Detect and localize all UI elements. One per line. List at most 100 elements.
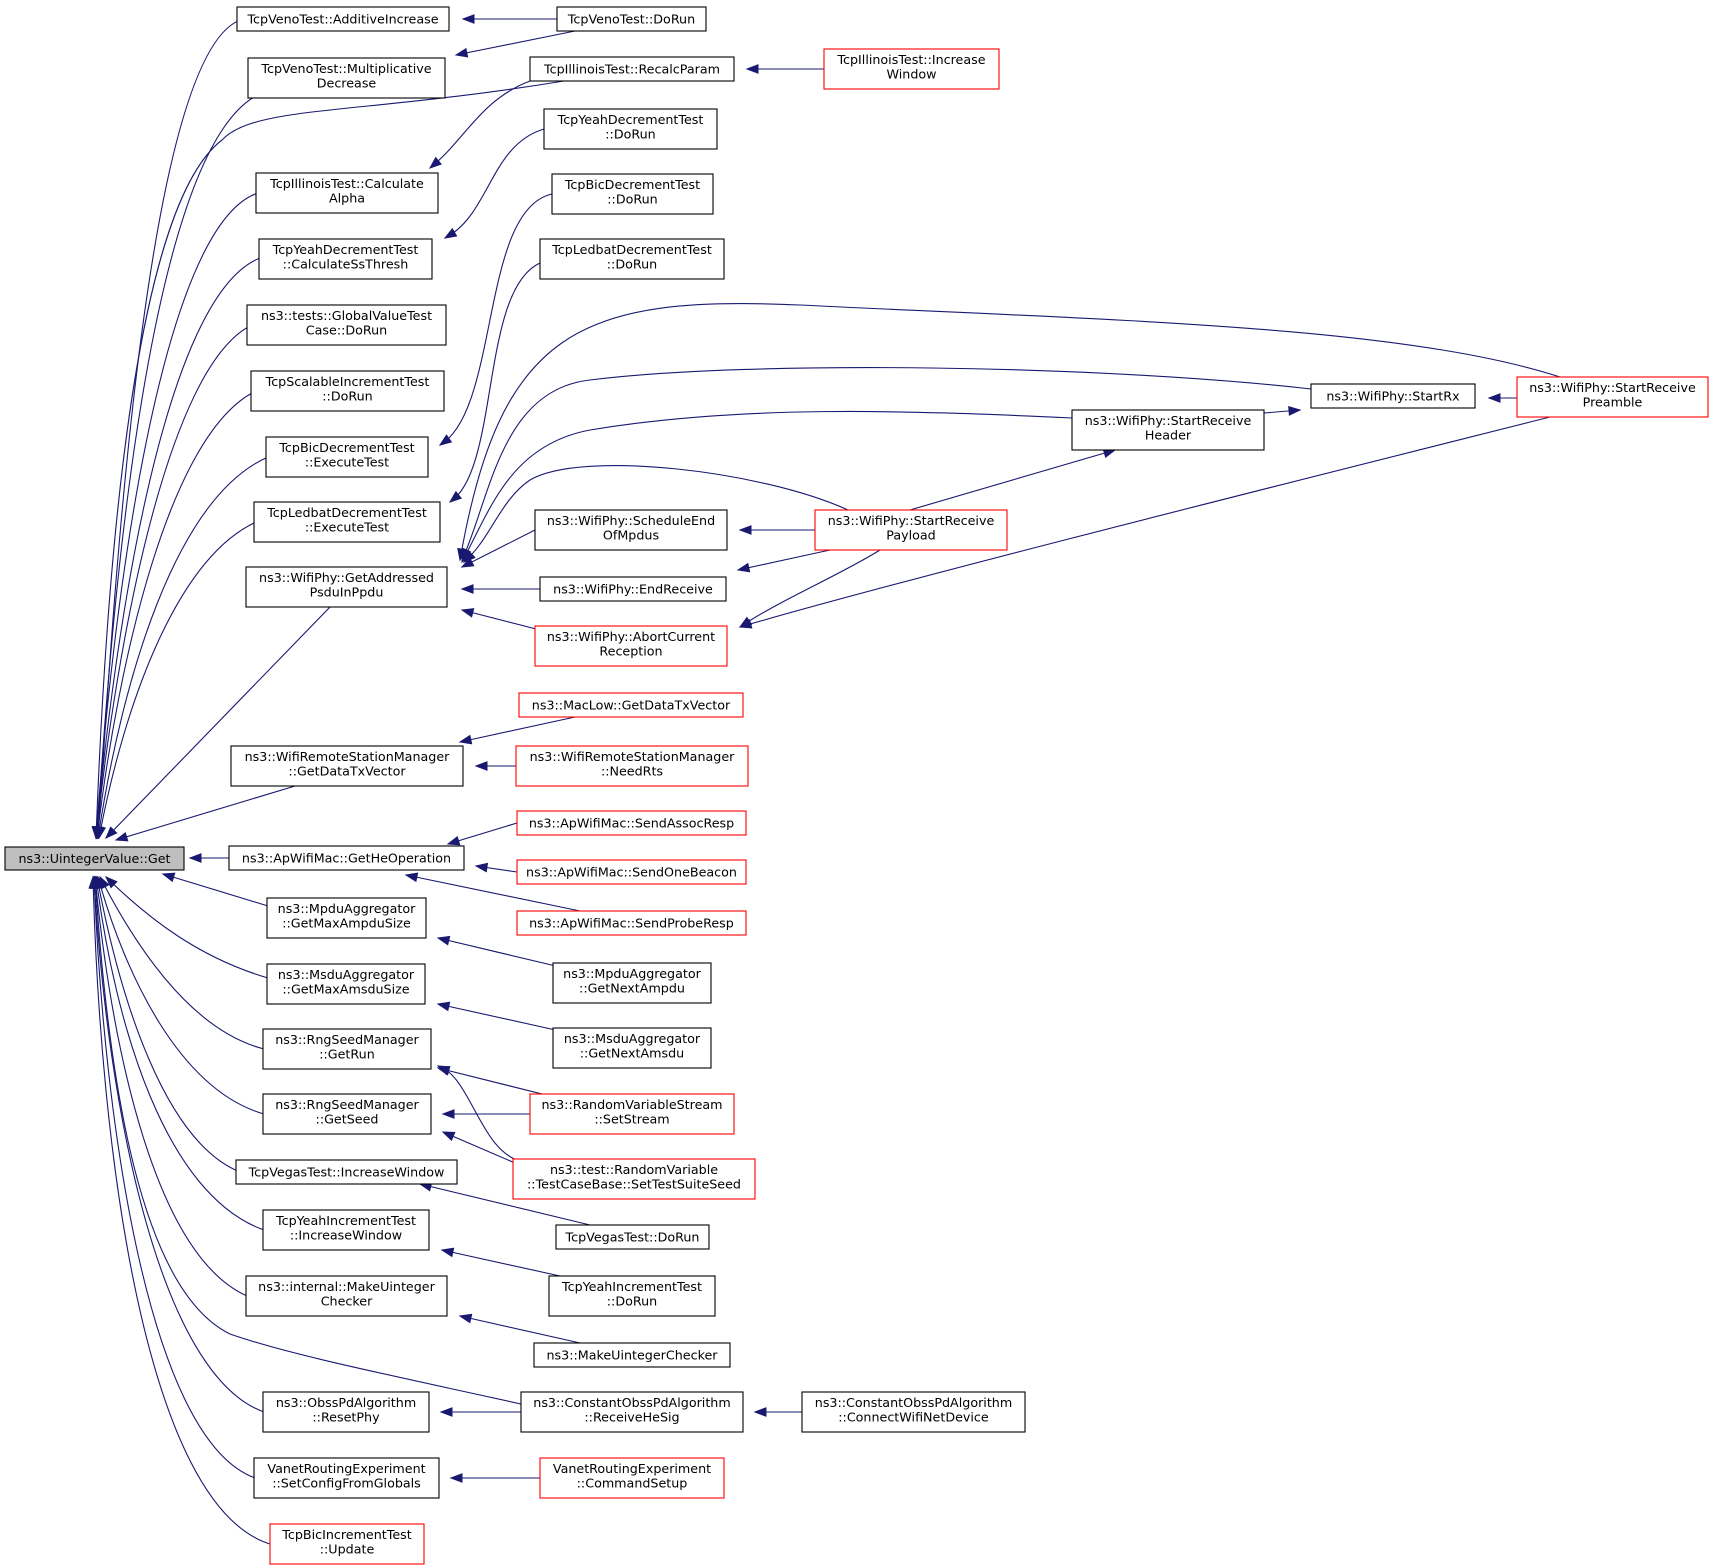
node-label-line-2: Decrease	[317, 76, 377, 91]
arrowhead	[448, 490, 463, 503]
node-label-line-1: TcpIllinoisTest::Increase	[836, 52, 985, 67]
node-label-line-1: ns3::WifiPhy::AbortCurrent	[547, 629, 715, 644]
node-label-line-1: ns3::RngSeedManager	[275, 1032, 419, 1047]
node-bicexec[interactable]: TcpBicDecrementTest::ExecuteTest	[265, 436, 429, 478]
node-bicdecrun[interactable]: TcpBicDecrementTest::DoRun	[551, 173, 714, 215]
node-label-line-1: ns3::MpduAggregator	[278, 901, 416, 916]
edge-vanetset-to-root	[89, 875, 256, 1479]
node-yahinc[interactable]: TcpYeahIncrementTest::IncreaseWindow	[262, 1209, 430, 1251]
node-needrts[interactable]: ns3::WifiRemoteStationManager::NeedRts	[515, 745, 749, 787]
node-constconn[interactable]: ns3::ConstantObssPdAlgorithm::ConnectWif…	[801, 1391, 1026, 1433]
node-box	[4, 846, 185, 871]
node-box	[262, 1209, 430, 1251]
node-mkchk[interactable]: ns3::MakeUintegerChecker	[533, 1342, 731, 1368]
node-msdunext[interactable]: ns3::MsduAggregator::GetNextAmsdu	[552, 1027, 712, 1069]
node-box	[253, 501, 441, 543]
node-label-line-2: Alpha	[329, 191, 365, 206]
node-label-line-2: ::SetStream	[594, 1112, 669, 1127]
node-label-line-1: ns3::RngSeedManager	[275, 1097, 419, 1112]
node-box	[246, 304, 447, 346]
node-settest[interactable]: ns3::test::RandomVariable::TestCaseBase:…	[512, 1158, 756, 1200]
node-msdumax[interactable]: ns3::MsduAggregator::GetMaxAmsduSize	[266, 963, 426, 1005]
edge-srhdr-to-startrx	[1263, 406, 1302, 416]
node-probe[interactable]: ns3::ApWifiMac::SendProbeResp	[516, 910, 747, 936]
node-incwin[interactable]: TcpIllinoisTest::IncreaseWindow	[823, 48, 1000, 90]
edge-wrsm-to-root	[114, 785, 296, 842]
node-mpdumax[interactable]: ns3::MpduAggregator::GetMaxAmpduSize	[266, 897, 427, 939]
node-getseed[interactable]: ns3::RngSeedManager::GetSeed	[262, 1093, 432, 1135]
node-label: ns3::ApWifiMac::GetHeOperation	[242, 851, 451, 866]
node-label-line-1: ns3::WifiRemoteStationManager	[530, 749, 736, 764]
node-box	[262, 1093, 432, 1135]
node-box	[265, 436, 429, 478]
node-box	[515, 745, 749, 787]
node-yahss[interactable]: TcpYeahDecrementTest::CalculateSsThresh	[258, 238, 433, 280]
node-root[interactable]: ns3::UintegerValue::Get	[4, 846, 185, 871]
node-box	[539, 1457, 725, 1499]
node-label-line-1: TcpYeahDecrementTest	[272, 242, 419, 257]
node-vanetcmd[interactable]: VanetRoutingExperiment::CommandSetup	[539, 1457, 725, 1499]
node-label-line-1: TcpVenoTest::Multiplicative	[260, 61, 431, 76]
node-box	[266, 963, 426, 1005]
node-heop[interactable]: ns3::ApWifiMac::GetHeOperation	[228, 845, 465, 871]
node-mkint[interactable]: ns3::internal::MakeUintegerChecker	[245, 1275, 448, 1317]
node-ledrun[interactable]: TcpLedbatDecrementTest::DoRun	[539, 238, 725, 280]
node-label-line-1: ns3::WifiPhy::StartReceive	[828, 513, 995, 528]
node-vdorun[interactable]: TcpVenoTest::DoRun	[556, 6, 707, 32]
node-box	[253, 1457, 440, 1499]
node-label-line-1: ns3::tests::GlobalValueTest	[261, 308, 432, 323]
edge-mkchk-to-mkint	[458, 1313, 581, 1344]
node-label-line-1: ns3::ObssPdAlgorithm	[276, 1395, 416, 1410]
node-vanetset[interactable]: VanetRoutingExperiment::SetConfigFromGlo…	[253, 1457, 440, 1499]
node-assoc[interactable]: ns3::ApWifiMac::SendAssocResp	[516, 810, 747, 836]
arrowhead	[441, 1131, 456, 1142]
node-yahincrun[interactable]: TcpYeahIncrementTest::DoRun	[548, 1275, 716, 1317]
node-constrecv[interactable]: ns3::ConstantObssPdAlgorithm::ReceiveHeS…	[520, 1391, 744, 1433]
node-label-line-2: OfMpdus	[603, 528, 659, 543]
edge-vmul-to-root	[92, 96, 255, 840]
node-vegasrun[interactable]: TcpVegasTest::DoRun	[555, 1224, 710, 1250]
node-endrecv[interactable]: ns3::WifiPhy::EndReceive	[539, 576, 727, 602]
node-label-line-2: ::DoRun	[607, 257, 657, 272]
node-label: ns3::WifiPhy::EndReceive	[553, 582, 713, 597]
node-box	[269, 1523, 425, 1565]
node-getrun[interactable]: ns3::RngSeedManager::GetRun	[262, 1028, 432, 1070]
node-vaddinc[interactable]: TcpVenoTest::AdditiveIncrease	[236, 6, 450, 32]
node-bicupd[interactable]: TcpBicIncrementTest::Update	[269, 1523, 425, 1565]
node-recalc[interactable]: TcpIllinoisTest::RecalcParam	[529, 56, 735, 82]
node-box	[529, 1093, 735, 1135]
edge-settest-to-getseed	[441, 1131, 516, 1164]
node-mpdunext[interactable]: ns3::MpduAggregator::GetNextAmpdu	[552, 962, 712, 1004]
node-maclow[interactable]: ns3::MacLow::GetDataTxVector	[518, 692, 744, 718]
node-ledexec[interactable]: TcpLedbatDecrementTest::ExecuteTest	[253, 501, 441, 543]
node-wrsm[interactable]: ns3::WifiRemoteStationManager::GetDataTx…	[230, 745, 464, 787]
edge-maclow-to-wrsm	[458, 716, 576, 745]
edge-incwin-to-recalc	[745, 64, 824, 74]
node-box	[245, 1275, 448, 1317]
edge-obssreset-to-root	[89, 875, 265, 1413]
node-beacon[interactable]: ns3::ApWifiMac::SendOneBeacon	[516, 859, 747, 885]
node-box	[529, 56, 735, 82]
node-yahdec[interactable]: TcpYeahDecrementTest::DoRun	[543, 108, 718, 150]
node-startrx[interactable]: ns3::WifiPhy::StartRx	[1310, 383, 1476, 409]
arrowhead	[458, 1313, 473, 1324]
edge-vdorun-to-vaddinc	[461, 14, 557, 24]
node-label-line-2: Payload	[886, 528, 935, 543]
node-label-line-2: Case::DoRun	[306, 323, 387, 338]
node-obssreset[interactable]: ns3::ObssPdAlgorithm::ResetPhy	[262, 1391, 430, 1433]
arrowhead	[460, 557, 475, 568]
node-scal[interactable]: TcpScalableIncrementTest::DoRun	[250, 370, 445, 412]
node-setstream[interactable]: ns3::RandomVariableStream::SetStream	[529, 1093, 735, 1135]
node-label-line-1: ns3::WifiRemoteStationManager	[245, 749, 451, 764]
node-vegasinc[interactable]: TcpVegasTest::IncreaseWindow	[235, 1159, 458, 1185]
node-box	[516, 859, 747, 885]
